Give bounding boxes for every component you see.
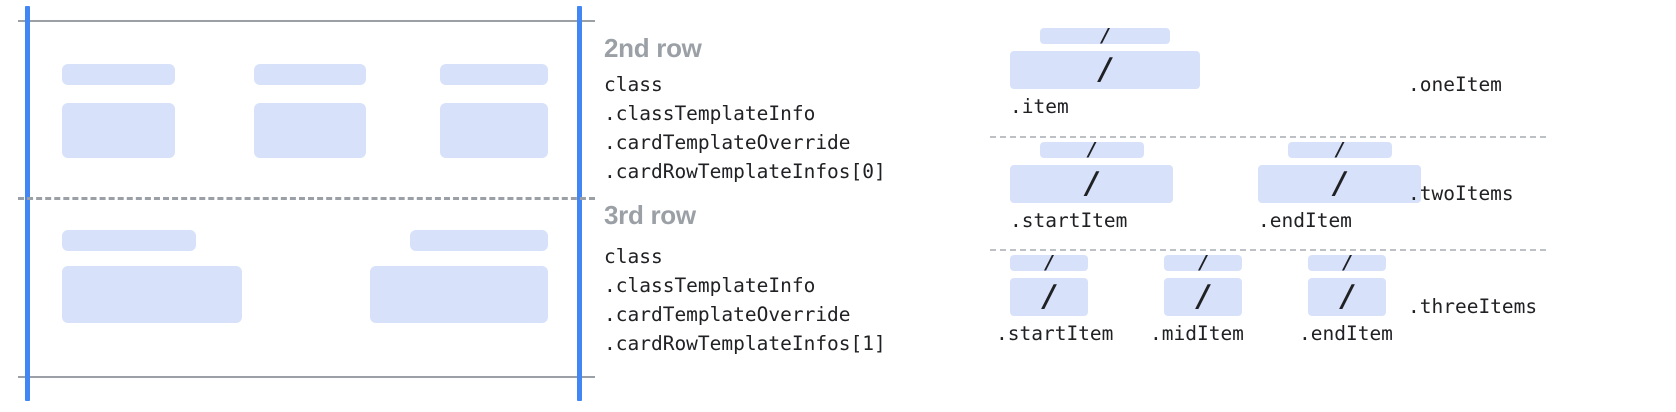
item-column: / / .startItem xyxy=(1010,142,1173,232)
item-header-chip: / xyxy=(1039,142,1144,158)
item-column: / / .endItem xyxy=(1299,255,1393,345)
item-header-chip: / xyxy=(1040,28,1170,44)
row3-col2-body-block xyxy=(370,266,548,323)
slash-icon: / xyxy=(1086,166,1097,201)
slash-icon: / xyxy=(1334,166,1345,201)
item-variants-legend: / / .item .oneItem / / .startItem / / xyxy=(990,0,1676,412)
slash-icon: / xyxy=(1199,255,1207,271)
item-caption: .startItem xyxy=(1010,209,1128,232)
slash-icon: / xyxy=(1099,52,1111,87)
item-column: / / .startItem xyxy=(996,255,1113,345)
variant-label: .oneItem xyxy=(1408,73,1502,96)
item-column: / / .item xyxy=(1010,28,1200,118)
item-caption: .endItem xyxy=(1258,209,1352,232)
row2-col3-body-block xyxy=(440,103,548,158)
row3-col2-header-block xyxy=(410,230,548,251)
row3-col1-body-block xyxy=(62,266,242,323)
item-caption: .midItem xyxy=(1150,322,1244,345)
item-caption: .endItem xyxy=(1299,322,1393,345)
row2-col1-body-block xyxy=(62,103,175,158)
item-caption: .startItem xyxy=(996,322,1114,345)
variant-label: .twoItems xyxy=(1408,182,1514,205)
item-header-chip: / xyxy=(1287,142,1392,158)
third-row-title: 3rd row xyxy=(604,200,696,230)
slash-icon: / xyxy=(1043,279,1055,314)
slash-icon: / xyxy=(1336,142,1343,158)
second-row-title: 2nd row xyxy=(604,33,702,63)
left-guide-line xyxy=(25,6,30,401)
variant-separator-2 xyxy=(990,249,1546,251)
item-column: / / .endItem xyxy=(1258,142,1421,232)
item-body-chip: / xyxy=(1010,278,1088,316)
item-column: / / .midItem xyxy=(1150,255,1244,345)
slash-icon: / xyxy=(1341,279,1353,314)
preview-top-border xyxy=(18,20,595,22)
item-header-chip: / xyxy=(1164,255,1242,271)
second-row-code-path: class .classTemplateInfo .cardTemplateOv… xyxy=(604,73,886,183)
row-annotations: 2nd row class .classTemplateInfo .cardTe… xyxy=(604,0,994,412)
item-body-chip: / xyxy=(1010,165,1173,203)
slash-icon: / xyxy=(1197,279,1209,314)
row2-col3-header-block xyxy=(440,64,548,85)
item-header-chip: / xyxy=(1308,255,1386,271)
item-body-chip: / xyxy=(1010,51,1200,89)
right-guide-line xyxy=(577,6,582,401)
third-row-code-path: class .classTemplateInfo .cardTemplateOv… xyxy=(604,245,886,355)
item-body-chip: / xyxy=(1308,278,1386,316)
slash-icon: / xyxy=(1343,255,1351,271)
preview-bottom-border xyxy=(18,376,595,378)
slash-icon: / xyxy=(1045,255,1053,271)
item-body-chip: / xyxy=(1258,165,1421,203)
variant-label: .threeItems xyxy=(1408,295,1538,318)
item-caption: .item xyxy=(1010,95,1069,118)
slash-icon: / xyxy=(1088,142,1095,158)
row2-col2-body-block xyxy=(254,103,366,158)
row3-col1-header-block xyxy=(62,230,196,251)
item-body-chip: / xyxy=(1164,278,1242,316)
slash-icon: / xyxy=(1101,28,1109,44)
item-header-chip: / xyxy=(1010,255,1088,271)
row-divider-dashed xyxy=(18,197,595,200)
row2-col2-header-block xyxy=(254,64,366,85)
variant-separator-1 xyxy=(990,136,1546,138)
card-template-preview xyxy=(0,0,595,412)
row2-col1-header-block xyxy=(62,64,175,85)
